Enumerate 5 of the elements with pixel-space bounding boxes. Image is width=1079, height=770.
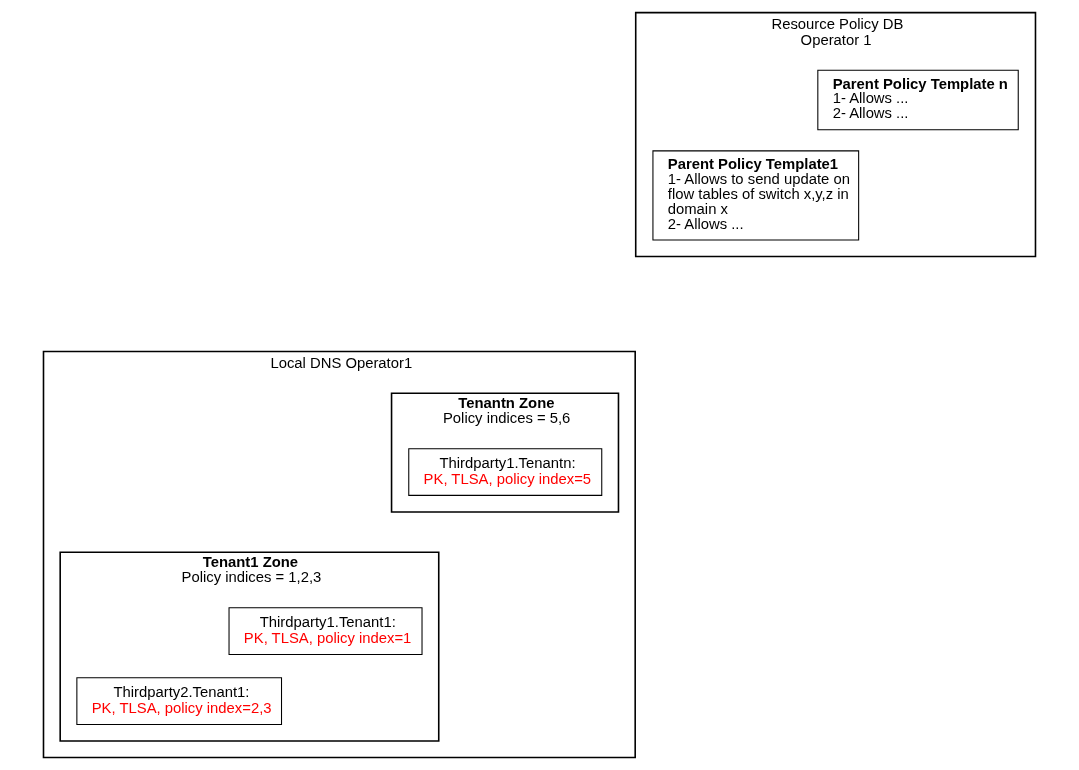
node-box: Parent Policy Template n 1- Allows ... 2- Allows ... xyxy=(817,69,1019,131)
node-box: Thirdparty1.Tenant1: PK, TLSA, policy index=1 xyxy=(228,607,423,655)
node-box: Parent Policy Template1 1- Allows to send update on flow tables of switch x,y,z in domain x 2- Allows ... xyxy=(652,150,860,241)
node-box: Thirdparty1.Tenantn: PK, TLSA, policy index=5 xyxy=(408,448,603,496)
node-box: Thirdparty2.Tenant1: PK, TLSA, policy index=2,3 xyxy=(76,677,283,725)
